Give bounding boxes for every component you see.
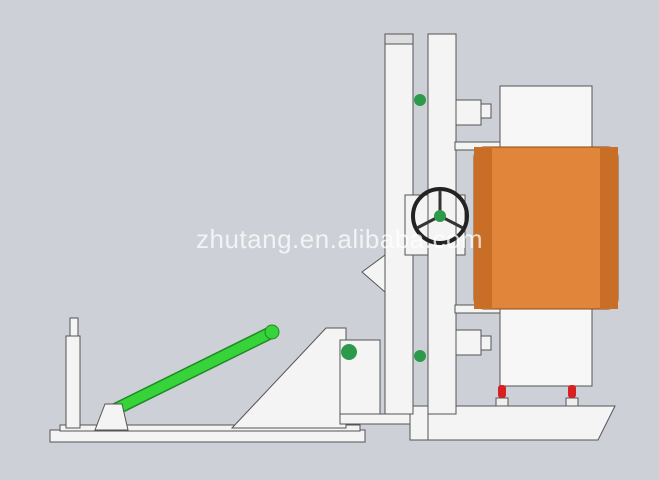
second-column [427, 33, 457, 415]
bearing [341, 344, 357, 360]
triangle-support [230, 327, 347, 429]
warning-lamp [495, 385, 509, 407]
bearing [414, 94, 426, 106]
warning-lamp [565, 385, 579, 407]
hydraulic-cylinder [94, 324, 280, 431]
base-plate [49, 429, 366, 443]
copper-drum [473, 146, 619, 310]
handwheel [411, 187, 469, 245]
watermark: zhutang.en.alibaba.com [196, 224, 484, 254]
bearing [414, 350, 426, 362]
left-post [65, 335, 81, 429]
